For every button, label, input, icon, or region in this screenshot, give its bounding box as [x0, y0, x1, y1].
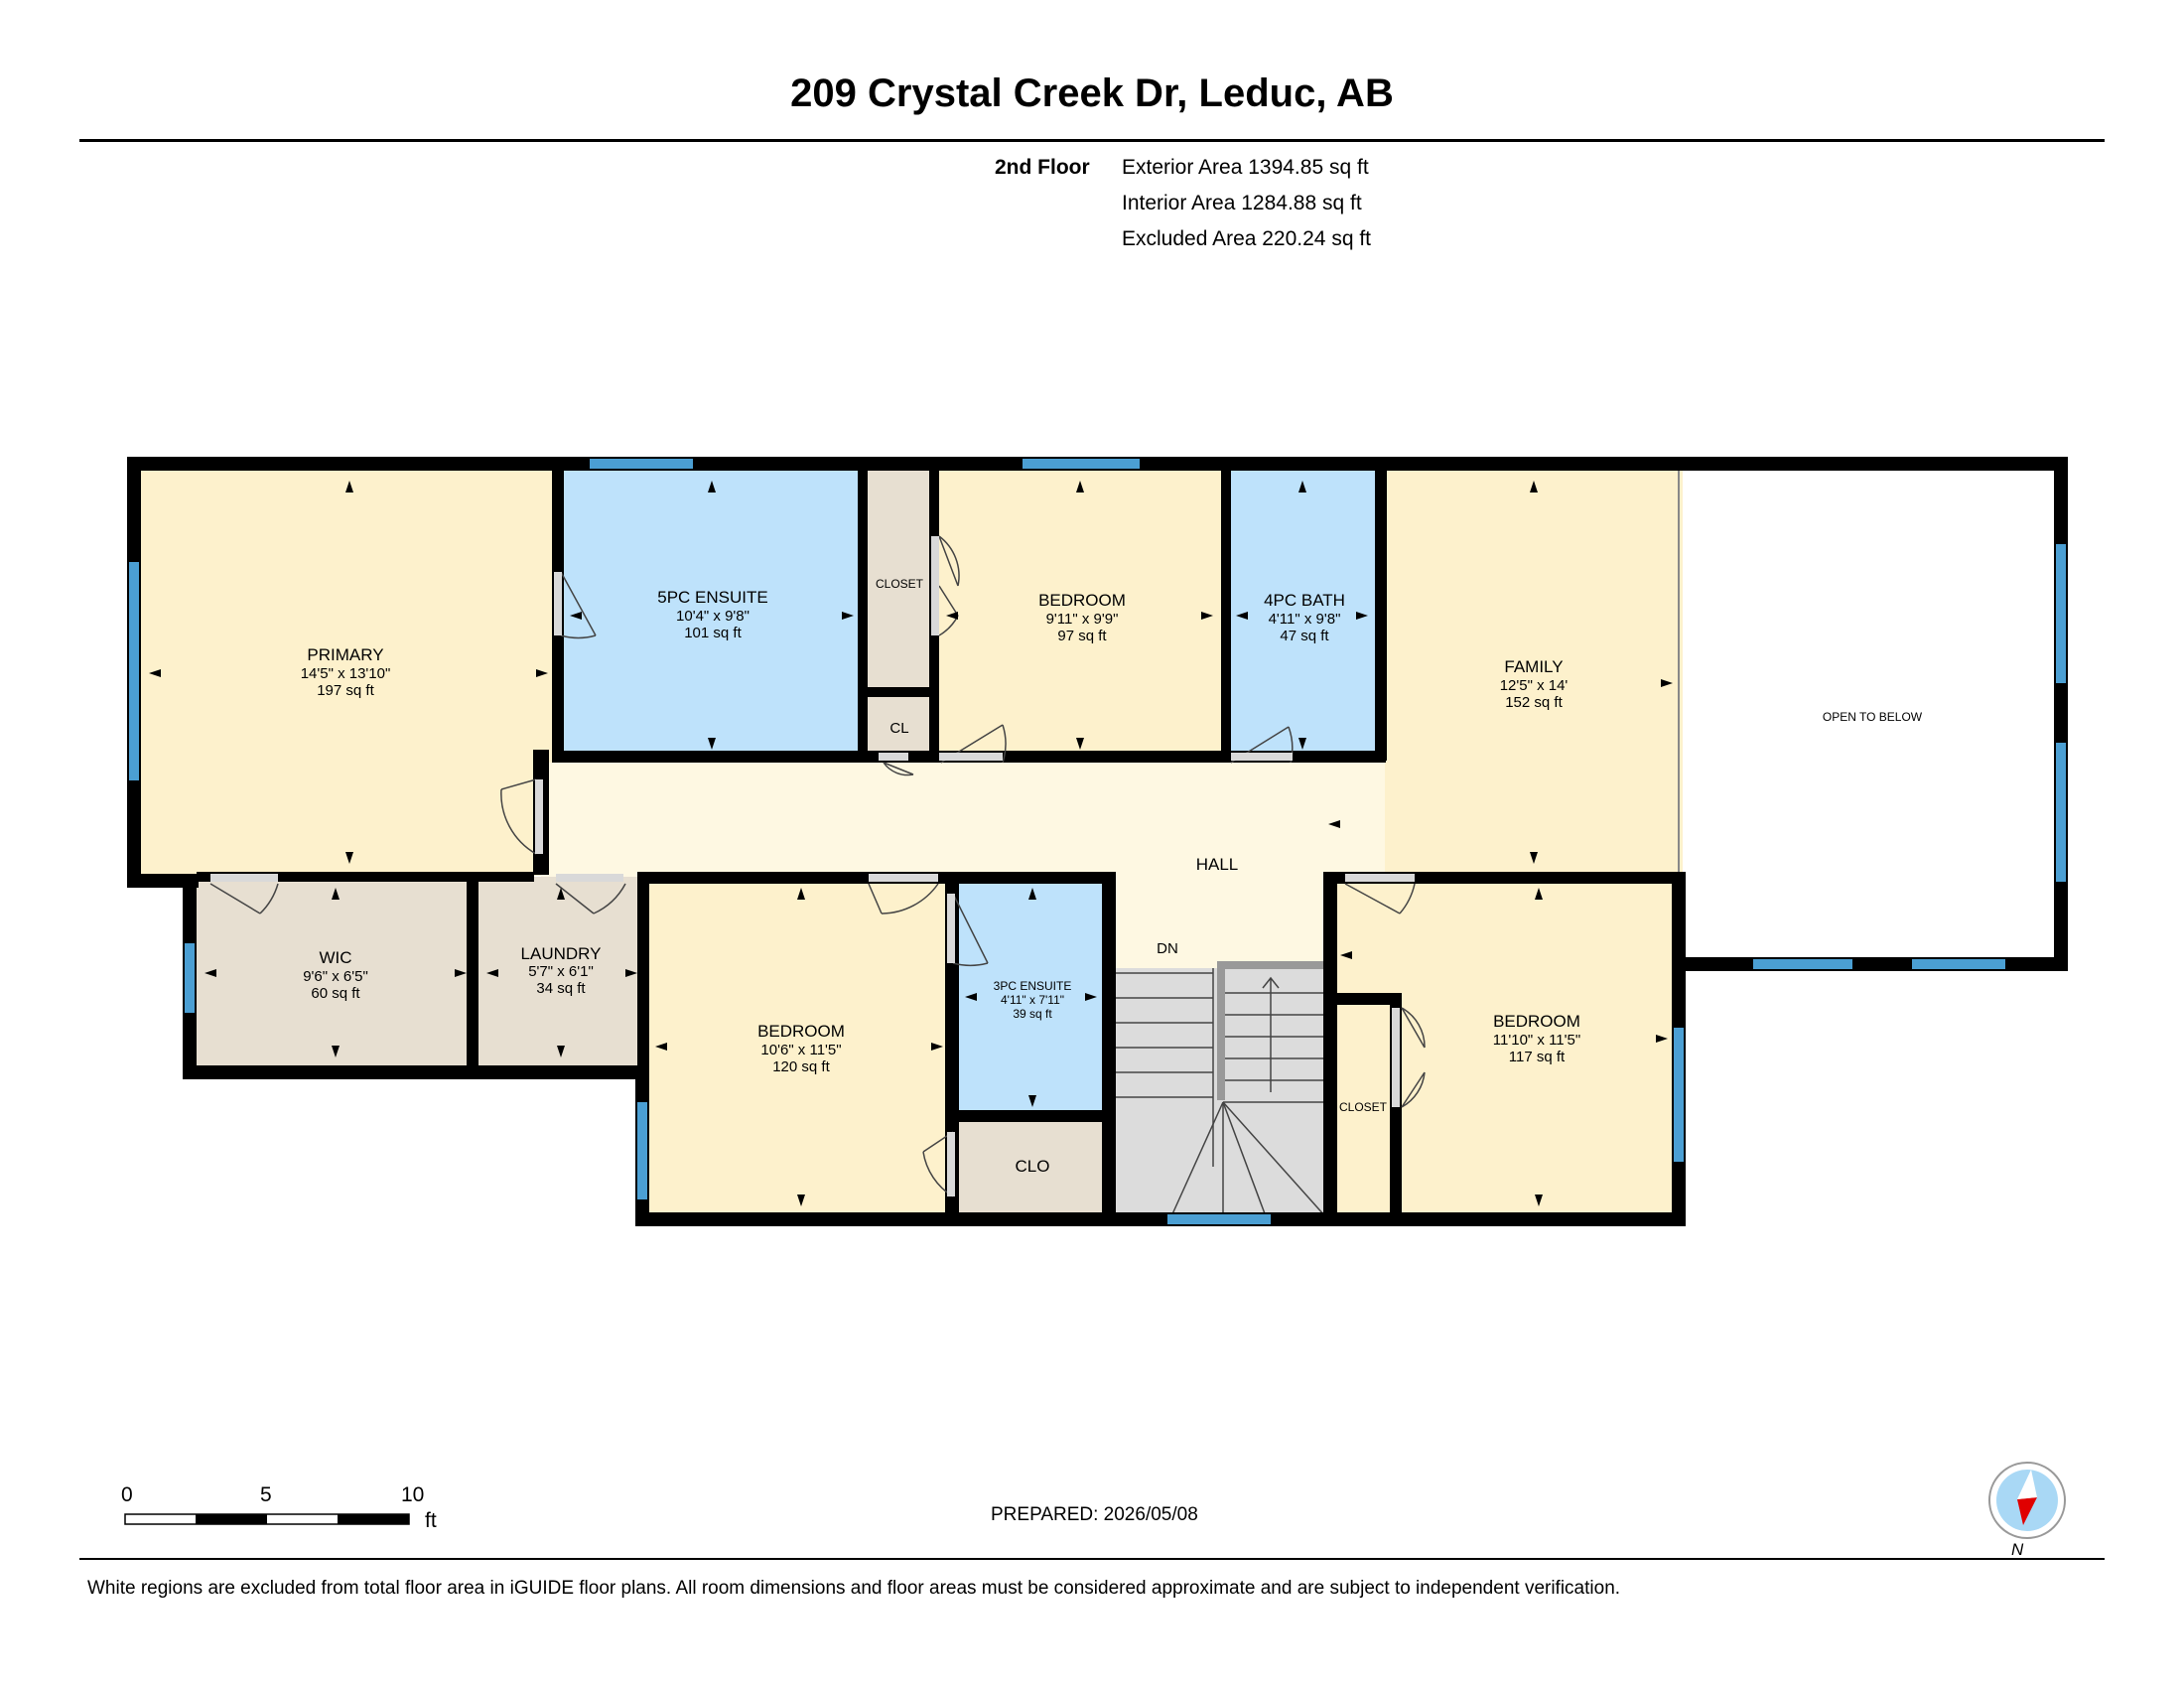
- ensuite3-dims: 4'11" x 7'11": [1001, 993, 1064, 1007]
- interior-area: Interior Area 1284.88 sq ft: [1122, 192, 1362, 214]
- scale-unit: ft: [425, 1509, 437, 1532]
- wic-name: WIC: [319, 948, 351, 967]
- bath4-name: 4PC BATH: [1264, 591, 1345, 610]
- ensuite5-fill: [558, 469, 866, 763]
- compass-label: N: [2011, 1540, 2024, 1559]
- bedroom2-area: 120 sq ft: [772, 1058, 830, 1075]
- door-thresholds: [210, 536, 1415, 1196]
- bedroom2-fill: [643, 877, 953, 1216]
- open-below-name: OPEN TO BELOW: [1823, 710, 1923, 724]
- closet1-fill: [866, 469, 935, 691]
- prepared-date: PREPARED: 2026/05/08: [991, 1504, 1198, 1525]
- bath4-area: 47 sq ft: [1280, 628, 1329, 644]
- family-area: 152 sq ft: [1505, 694, 1563, 711]
- scale-tick-10: 10: [401, 1483, 425, 1506]
- laundry-area: 34 sq ft: [536, 980, 586, 997]
- exterior-area: Exterior Area 1394.85 sq ft: [1122, 156, 1369, 179]
- hall-name: HALL: [1196, 855, 1239, 874]
- bedroom2-dims: 10'6" x 11'5": [760, 1042, 841, 1058]
- dimension-arrows: [149, 481, 1673, 1206]
- footer-rule: [79, 1558, 2105, 1560]
- family-dims: 12'5" x 14': [1500, 677, 1569, 694]
- stair-rail: [1217, 961, 1225, 1100]
- scale-tick-0: 0: [121, 1483, 133, 1506]
- bedroom1-fill: [935, 469, 1225, 763]
- primary-area: 197 sq ft: [317, 682, 374, 699]
- primary-fill: [137, 469, 558, 876]
- ensuite3-fill: [953, 877, 1107, 1115]
- bedroom3-dims: 11'10" x 11'5": [1493, 1032, 1580, 1049]
- floor-label: 2nd Floor: [995, 156, 1090, 179]
- bedroom1-name: BEDROOM: [1038, 591, 1126, 610]
- bedroom3-name: BEDROOM: [1493, 1012, 1580, 1031]
- bedroom3-area: 117 sq ft: [1509, 1049, 1566, 1065]
- excluded-area: Excluded Area 220.24 sq ft: [1122, 227, 1372, 250]
- primary-dims: 14'5" x 13'10": [301, 665, 391, 682]
- wic-dims: 9'6" x 6'5": [303, 968, 368, 985]
- windows: [129, 459, 2066, 1224]
- family-name: FAMILY: [1504, 657, 1563, 676]
- ensuite5-name: 5PC ENSUITE: [657, 588, 767, 607]
- ensuite3-name: 3PC ENSUITE: [994, 979, 1072, 993]
- clo-fill: [953, 1115, 1107, 1216]
- compass-icon: [1988, 1462, 2066, 1539]
- bedroom1-area: 97 sq ft: [1057, 628, 1107, 644]
- bedroom3-notch: [1330, 877, 1396, 1001]
- staircase: [1114, 968, 1326, 1217]
- bedroom2-name: BEDROOM: [757, 1022, 845, 1041]
- dn-label: DN: [1157, 940, 1178, 957]
- open-below-fill: [1683, 469, 2050, 961]
- wic-area: 60 sq ft: [311, 985, 360, 1002]
- room-fills: [137, 469, 2050, 1216]
- scale-bar: [124, 1513, 410, 1525]
- stair-rail-top: [1217, 961, 1326, 969]
- scale-tick-5: 5: [260, 1483, 272, 1506]
- footer-disclaimer: White regions are excluded from total fl…: [87, 1578, 1621, 1599]
- laundry-fill: [477, 877, 643, 1067]
- room-labels: PRIMARY 14'5" x 13'10" 197 sq ft 5PC ENS…: [301, 577, 1923, 1176]
- bath4-dims: 4'11" x 9'8": [1269, 611, 1341, 628]
- family-fill: [1385, 469, 1683, 877]
- laundry-dims: 5'7" x 6'1": [528, 963, 594, 980]
- bedroom1-dims: 9'11" x 9'9": [1046, 611, 1119, 628]
- wic-fill: [195, 877, 477, 1067]
- clo-name: CLO: [1016, 1157, 1050, 1176]
- primary-name: PRIMARY: [307, 645, 383, 664]
- ensuite5-dims: 10'4" x 9'8": [676, 608, 750, 625]
- closet1-name: CLOSET: [876, 577, 924, 591]
- ensuite3-area: 39 sq ft: [1013, 1007, 1052, 1021]
- ensuite5-area: 101 sq ft: [684, 625, 742, 641]
- page-title: 209 Crystal Creek Dr, Leduc, AB: [790, 71, 1394, 115]
- closet2-name: CLOSET: [1339, 1100, 1388, 1114]
- cl-name: CL: [889, 720, 908, 737]
- stair-landing-fill: [1107, 877, 1330, 968]
- laundry-name: LAUNDRY: [521, 944, 602, 963]
- title-rule: [79, 139, 2105, 142]
